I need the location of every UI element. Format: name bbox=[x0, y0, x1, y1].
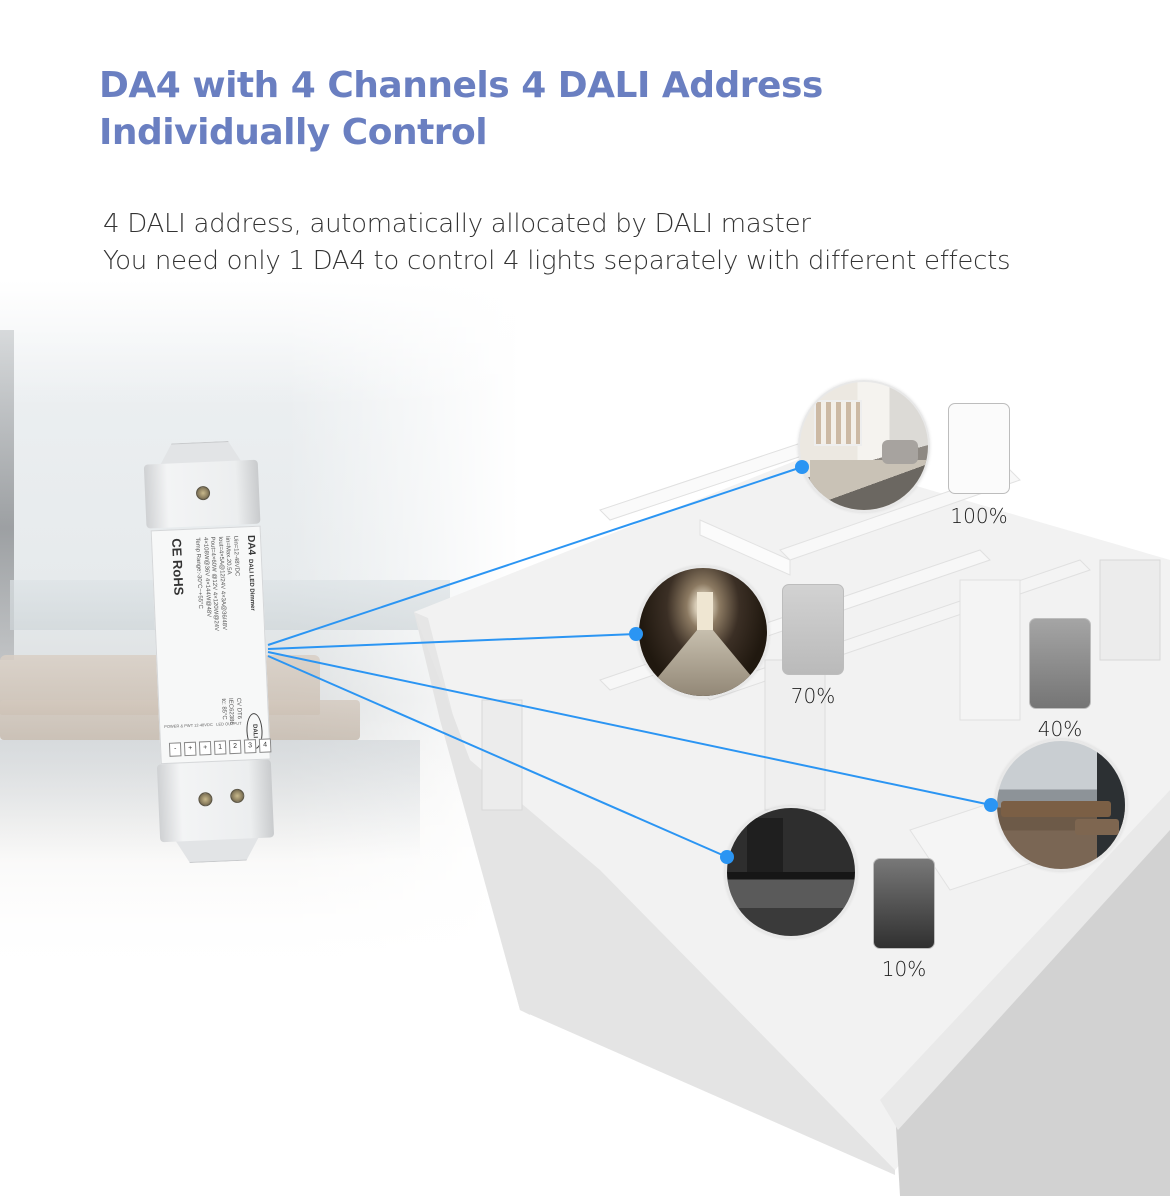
page-subtitle: 4 DALI address, automatically allocated … bbox=[103, 206, 1103, 280]
brightness-swatch-10 bbox=[873, 858, 935, 949]
bedroom-bed bbox=[810, 460, 928, 510]
terminal-ch2: 2 bbox=[228, 739, 242, 755]
house-front-right-wall-top bbox=[880, 790, 1170, 1130]
living-room-scene-image bbox=[995, 739, 1127, 871]
brightness-label-100: 100% bbox=[950, 504, 1008, 528]
house-window-grid-left bbox=[481, 699, 523, 811]
title-line-2: Individually Control bbox=[99, 112, 488, 153]
terminal-out-pos: + bbox=[198, 741, 212, 756]
connection-dot-bedroom bbox=[795, 460, 809, 474]
terminal-neg: - bbox=[168, 742, 182, 757]
subtitle-line-1: 4 DALI address, automatically allocated … bbox=[103, 209, 811, 239]
house-window-grid-right bbox=[1099, 559, 1161, 661]
connection-dot-living bbox=[984, 798, 998, 812]
screw-icon bbox=[198, 791, 213, 807]
page-title: DA4 with 4 Channels 4 DALI Address Indiv… bbox=[99, 62, 999, 156]
brightness-swatch-100 bbox=[948, 403, 1010, 494]
da4-dimmer-device: DA4DALI LED Dimmer Uin=12-48VDC Iin=Max.… bbox=[139, 440, 279, 865]
corridor-scene-image bbox=[637, 566, 769, 698]
subtitle-line-2: You need only 1 DA4 to control 4 lights … bbox=[103, 246, 1011, 276]
terminal-ch1: 1 bbox=[213, 740, 227, 755]
corridor-floor bbox=[639, 630, 767, 696]
connection-dot-corridor bbox=[629, 627, 643, 641]
bedroom-window bbox=[814, 400, 862, 446]
house-shelf bbox=[764, 659, 826, 811]
device-specs: Uin=12-48VDC Iin=Max.20.5A Iout=4×5A@12/… bbox=[193, 536, 245, 698]
ce-rohs-mark: CE RoHS bbox=[169, 537, 187, 596]
brightness-label-40: 40% bbox=[1037, 717, 1083, 741]
brightness-swatch-40 bbox=[1029, 618, 1091, 709]
terminal-cover-top bbox=[143, 459, 261, 529]
terminal-pos: + bbox=[183, 741, 197, 757]
corridor-end-light bbox=[697, 592, 713, 630]
brightness-label-10: 10% bbox=[881, 957, 927, 981]
terminal-cover-bottom bbox=[156, 759, 275, 843]
device-model: DA4DALI LED Dimmer bbox=[244, 535, 257, 611]
living-room-ottoman bbox=[1075, 819, 1119, 835]
background-pillar bbox=[0, 330, 14, 660]
device-label-panel: DA4DALI LED Dimmer Uin=12-48VDC Iin=Max.… bbox=[150, 525, 272, 765]
bedroom-pillow bbox=[882, 440, 918, 464]
house-front-left-wall bbox=[414, 612, 895, 1175]
title-line-1: DA4 with 4 Channels 4 DALI Address bbox=[99, 65, 823, 106]
screw-icon bbox=[195, 485, 211, 501]
house-wardrobe bbox=[959, 579, 1021, 721]
living-room-sofa bbox=[1001, 801, 1111, 817]
device-name: DALI LED Dimmer bbox=[246, 559, 256, 611]
brightness-label-70: 70% bbox=[790, 684, 836, 708]
bedroom-scene-image bbox=[798, 380, 930, 512]
dark-room-panel bbox=[747, 818, 783, 872]
house-front-right-wall bbox=[895, 820, 1170, 1196]
device-model-text: DA4 bbox=[244, 534, 257, 556]
dark-room-scene-image bbox=[725, 806, 857, 938]
terminal-ch4: 4 bbox=[258, 738, 272, 753]
connection-dot-dark-room bbox=[720, 850, 734, 864]
terminal-ch3: 3 bbox=[243, 739, 257, 754]
brightness-swatch-70 bbox=[782, 584, 844, 675]
screw-icon bbox=[230, 788, 245, 804]
